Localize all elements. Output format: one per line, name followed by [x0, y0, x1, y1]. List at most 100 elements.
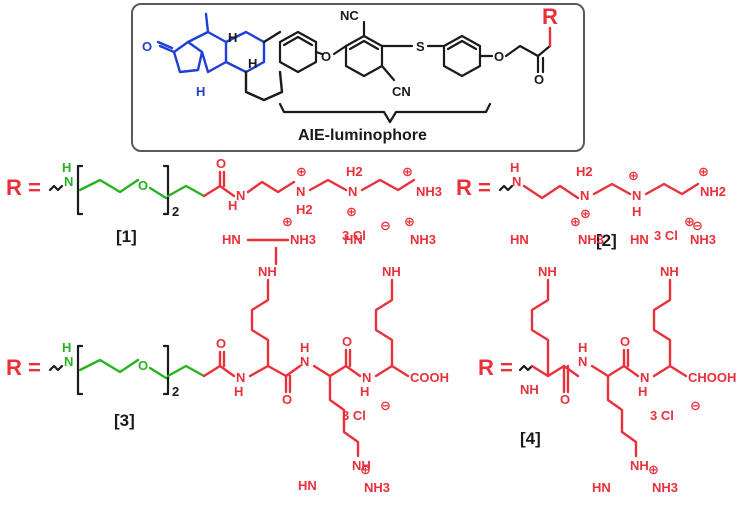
ketone-oxygen: O [142, 39, 152, 54]
peg-oxygen-1: O [138, 178, 148, 193]
amide-oxygen-3b: O [282, 392, 292, 407]
amine-h-2: H [510, 160, 519, 175]
guan-hn-3c: HN [344, 232, 363, 247]
linker-h-3: H [62, 340, 71, 355]
chloride-charge-3: ⊖ [380, 398, 391, 413]
linker-h-1: H [62, 160, 71, 175]
terminal-nh2-2: NH2 [700, 184, 726, 199]
amide-h-3a: H [234, 384, 243, 399]
r-prefix-2: R = [456, 175, 491, 200]
compound-label-1: [1] [116, 227, 137, 246]
guan-hn-3a: HN [222, 232, 241, 247]
amine-n-2: N [512, 174, 521, 189]
ammonium-h-2b: H [632, 204, 641, 219]
ether-oxygen-2: O [494, 49, 504, 64]
counterion-4: 3 Cl [650, 408, 674, 423]
attachment-wavy-2 [498, 184, 514, 192]
steroid-core [156, 12, 284, 102]
charge-2b: ⊕ [628, 168, 639, 183]
ammonium-n-1b: N [348, 184, 357, 199]
ether-oxygen-1: O [321, 49, 331, 64]
carboxyl-3: COOH [410, 370, 449, 385]
counterion-2: 3 Cl [654, 228, 678, 243]
r-group-label: R [542, 4, 558, 29]
steroid-h-1: H [228, 30, 237, 45]
nitrile-label-bottom: CN [392, 84, 411, 99]
dicyano-ring [344, 20, 396, 82]
peg-oxygen-3: O [138, 358, 148, 373]
linker-nh-1: N [64, 174, 73, 189]
r-prefix-4: R = [478, 355, 513, 380]
peg-repeat-3: 2 [172, 384, 179, 399]
attachment-wavy-1 [48, 184, 64, 192]
charge-4b: ⊕ [648, 462, 659, 477]
amide-h-4a: H [578, 340, 587, 355]
ammonium-n-1a: N [296, 184, 305, 199]
guan-nh3-3a: NH3 [290, 232, 316, 247]
steroid-h-2: H [248, 56, 257, 71]
attachment-wavy-4 [518, 364, 534, 372]
amide-n-4a: N [578, 354, 587, 369]
guan-nh3-4c: NH3 [690, 232, 716, 247]
charge-3a: ⊕ [282, 214, 293, 229]
guan-nh-4a: NH [538, 264, 557, 279]
linker-n-3: N [64, 354, 73, 369]
attachment-wavy-3 [48, 364, 64, 372]
guan-nh3-3b: NH3 [364, 480, 390, 495]
ammonium-h2-1a: H2 [296, 202, 313, 217]
compound-label-2: [2] [596, 231, 617, 250]
guan-nh3-3c: NH3 [410, 232, 436, 247]
compound-label-3: [3] [114, 411, 135, 430]
amide-h-4b: H [638, 384, 647, 399]
ammonium-n-2b: N [632, 188, 641, 203]
nitrile-label-top: NC [340, 8, 359, 23]
guan-nh3-4b: NH3 [652, 480, 678, 495]
counterion-1: 3 Cl [342, 228, 366, 243]
guan-hn-4b: HN [592, 480, 611, 495]
carboxyl-4: CHOOH [688, 370, 736, 385]
ammonium-h2-2a: H2 [576, 164, 593, 179]
charge-4a: ⊕ [570, 214, 581, 229]
chloride-charge-4: ⊖ [690, 398, 701, 413]
counterion-3: 3 Cl [342, 408, 366, 423]
guan-hn-4a: HN [510, 232, 529, 247]
ammonium-h2-1b: H2 [346, 164, 363, 179]
r-prefix-3: R = [6, 355, 41, 380]
charge-1c: ⊕ [402, 164, 413, 179]
charge-3b: ⊕ [360, 462, 371, 477]
charge-4c: ⊕ [684, 214, 695, 229]
r-prefix-1: R = [6, 175, 41, 200]
amide-oxygen-3c: O [342, 334, 352, 349]
compound-label-4: [4] [520, 429, 541, 448]
amine-nh-4: NH [520, 382, 539, 397]
amide-n-3a: N [236, 370, 245, 385]
charge-2c: ⊕ [698, 164, 709, 179]
amide-h-3b: H [300, 340, 309, 355]
guan-nh3-4a: NH3 [578, 232, 604, 247]
luminophore-bracket [278, 102, 492, 124]
guan-nh-4b: NH [630, 458, 649, 473]
charge-1a: ⊕ [296, 164, 307, 179]
amide-oxygen-4b: O [620, 334, 630, 349]
aromatic-ring-1 [278, 30, 318, 74]
steroid-h-3: H [196, 84, 205, 99]
amide-oxygen-3a: O [216, 336, 226, 351]
carbonyl-oxygen: O [534, 72, 544, 87]
amide-n-1: N [236, 188, 245, 203]
amide-oxygen-4a: O [560, 392, 570, 407]
amide-oxygen-1: O [216, 156, 226, 171]
chloride-charge-1: ⊖ [380, 218, 391, 233]
charge-3c: ⊕ [404, 214, 415, 229]
guan-nh-3c: NH [382, 264, 401, 279]
amide-h-3c: H [360, 384, 369, 399]
amide-n-3c: N [362, 370, 371, 385]
guan-hn-4c: HN [630, 232, 649, 247]
ammonium-n-2a: N [580, 188, 589, 203]
guan-nh-3a: NH [258, 264, 277, 279]
guan-nh-4c: NH [660, 264, 679, 279]
thioether-sulfur: S [416, 39, 425, 54]
peg-repeat-1: 2 [172, 204, 179, 219]
charge-1b: ⊕ [346, 204, 357, 219]
